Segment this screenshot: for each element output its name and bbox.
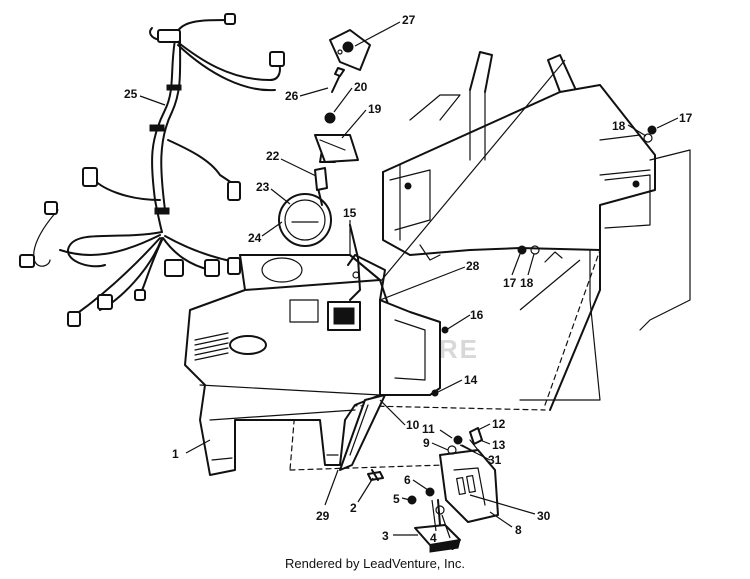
frame-hardware: [431, 125, 657, 397]
callout-2: 2: [350, 501, 357, 515]
callout-19: 19: [368, 102, 382, 116]
dash-panel: [184, 254, 391, 476]
small-hardware: [407, 427, 483, 515]
wiring-harness: [19, 13, 285, 327]
callout-18b: 18: [520, 276, 534, 290]
callout-16: 16: [470, 308, 484, 322]
callout-17b: 17: [503, 276, 517, 290]
callout-31: 31: [488, 453, 502, 467]
callout-3: 3: [382, 529, 389, 543]
callout-15: 15: [343, 206, 357, 220]
switch-part-27: [329, 29, 371, 71]
callout-28: 28: [466, 259, 480, 273]
footer-credit: Rendered by LeadVenture, Inc.: [285, 556, 465, 571]
nut-part-20: [324, 112, 336, 124]
gauge-part-24: [278, 185, 332, 247]
callout-4: 4: [430, 531, 437, 545]
callout-9: 9: [423, 436, 430, 450]
callout-11: 11: [422, 422, 435, 436]
bracket-part-19: [314, 134, 359, 163]
callout-5: 5: [393, 492, 400, 506]
bolt-part-2: [367, 469, 384, 481]
callout-25: 25: [124, 87, 138, 101]
callout-27: 27: [402, 13, 416, 27]
callout-29: 29: [316, 509, 330, 523]
side-panel: [347, 224, 441, 396]
callout-6: 6: [404, 473, 411, 487]
callout-13: 13: [492, 438, 506, 452]
callout-30: 30: [537, 509, 551, 523]
callout-22: 22: [266, 149, 280, 163]
callout-18: 18: [612, 119, 626, 133]
vent-slots: [194, 332, 229, 361]
callout-24: 24: [248, 231, 262, 245]
callout-8: 8: [515, 523, 522, 537]
callout-20: 20: [354, 80, 368, 94]
callout-14: 14: [464, 373, 478, 387]
tractor-frame: [289, 51, 691, 471]
callout-17: 17: [679, 111, 693, 125]
callout-7: 7: [450, 539, 457, 553]
leader-lines: [139, 21, 679, 539]
callout-10: 10: [406, 418, 420, 432]
callout-labels: 1 2 3 4 5 6 7 8 9 10 11 12 13 14 15 16 1…: [124, 13, 693, 553]
callout-26: 26: [285, 89, 299, 103]
callout-12: 12: [492, 417, 506, 431]
strip-part-10: [339, 394, 386, 471]
callout-1: 1: [172, 447, 179, 461]
callout-23: 23: [256, 180, 270, 194]
screw-part-26: [331, 67, 345, 93]
